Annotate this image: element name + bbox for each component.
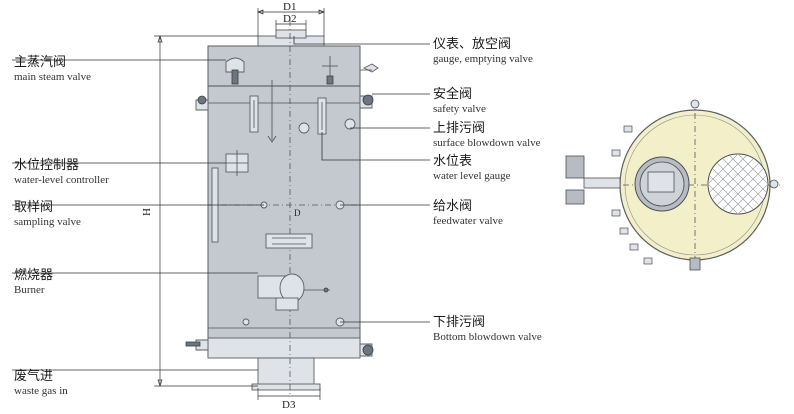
boiler-top-view (565, 99, 780, 271)
dim-d1-label: D1 (283, 1, 296, 13)
drain-port-icon (242, 318, 250, 326)
label-burner-zh: 燃烧器 (14, 267, 53, 283)
dimension-lines (154, 8, 325, 400)
water-level-gauge-left-icon (249, 95, 259, 133)
label-waste-gas-in-en: waste gas in (14, 385, 68, 397)
label-water-level-gauge-zh: 水位表 (433, 154, 472, 169)
label-safety-valve-zh: 安全阀 (433, 86, 472, 102)
left-lower-lug-icon (185, 339, 209, 351)
label-surface-blowdown-en: surface blowdown valve (433, 137, 541, 149)
label-safety-valve-en: safety valve (433, 103, 486, 115)
safety-valve-pipe-icon (267, 80, 277, 143)
top-right-fitting-icon (360, 63, 379, 73)
label-water-level-gauge-en: water level gauge (433, 170, 511, 182)
label-bottom-blowdown-en: Bottom blowdown valve (433, 331, 542, 343)
label-waste-gas-in-zh: 废气进 (14, 368, 53, 384)
label-burner-en: Burner (14, 284, 45, 296)
right-upper-lug-icon (359, 94, 374, 109)
water-level-gauge-right-icon (317, 97, 327, 135)
dim-d3-label: D3 (282, 399, 296, 411)
right-lower-lug-icon (359, 343, 374, 357)
main-steam-valve-icon (225, 57, 245, 85)
right-leaders (293, 36, 430, 323)
water-level-controller-icon (225, 150, 249, 176)
surface-blowdown-port-icon (344, 118, 356, 130)
left-upper-lug-icon (195, 95, 209, 111)
label-main-steam-valve-en: main steam valve (14, 71, 91, 83)
dim-d-label: D (294, 208, 301, 218)
left-leaders (12, 59, 264, 371)
control-panel-icon (265, 233, 313, 249)
label-feedwater-valve-en: feedwater valve (433, 215, 503, 227)
label-gauge-valve-zh: 仪表、放空阀 (433, 37, 511, 52)
inspection-hole-icon (298, 122, 310, 134)
label-feedwater-valve-zh: 给水阀 (433, 199, 472, 214)
label-main-steam-valve-zh: 主蒸汽阀 (14, 55, 66, 70)
label-gauge-valve-en: gauge, emptying valve (433, 53, 533, 65)
dim-d2-label: D2 (283, 13, 296, 25)
label-water-level-controller-en: water-level controller (14, 174, 109, 186)
boiler-front-view (185, 20, 379, 395)
label-water-level-controller-zh: 水位控制器 (14, 158, 79, 173)
label-bottom-blowdown-zh: 下排污阀 (433, 315, 485, 330)
label-sampling-valve-zh: 取样阀 (14, 200, 53, 215)
burner-icon (257, 273, 330, 311)
label-surface-blowdown-zh: 上排污阀 (433, 121, 485, 136)
dim-h-label: H (141, 208, 153, 216)
gauge-valve-icon (322, 56, 338, 85)
label-sampling-valve-en: sampling valve (14, 216, 81, 228)
